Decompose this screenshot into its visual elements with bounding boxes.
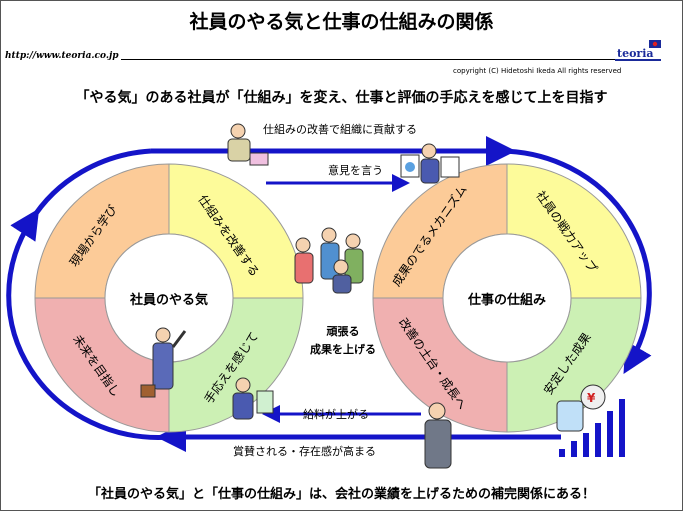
left-cycle-center: 社員のやる気 — [129, 293, 208, 308]
middle-label-line1: 頑張る — [326, 325, 360, 338]
logo-text: teoria — [617, 47, 654, 60]
copyright-notice: copyright (C) Hidetoshi Ikeda All rights… — [453, 67, 622, 75]
growth-bars-icon — [559, 399, 625, 457]
outer-loop-arrow-left-top — [28, 148, 152, 223]
arrow-label-bottom-inner: 給料が上がる — [303, 408, 369, 421]
middle-label-line2: 成果を上げる — [310, 343, 376, 356]
speaking-person-icon — [400, 143, 460, 184]
arrow-label-top-inner: 意見を言う — [328, 164, 383, 177]
outer-loop-arrow-left — [6, 208, 172, 440]
page-title: 社員のやる気と仕事の仕組みの関係 — [189, 11, 494, 33]
left-cycle — [34, 163, 304, 433]
teoria-logo: teoria — [615, 40, 661, 61]
right-cycle-center: 仕事の仕組み — [467, 293, 546, 308]
right-cycle — [372, 163, 642, 433]
aspiring-person-icon — [140, 327, 187, 398]
cycle-diagram: ¥ — [6, 123, 652, 469]
subtitle: 「やる気」のある社員が「仕組み」を変え、仕事と評価の手応えを感じて上を目指す — [75, 90, 608, 106]
header-divider — [121, 59, 616, 60]
money-bag-icon: ¥ — [556, 384, 606, 432]
arrow-label-bottom: 賞賛される・存在感が高まる — [233, 445, 376, 458]
company-url[interactable]: http://www.teoria.co.jp — [5, 51, 119, 61]
thinking-person-icon — [227, 123, 269, 166]
cheering-team-icon — [294, 227, 364, 294]
svg-text:¥: ¥ — [587, 391, 596, 405]
arrow-label-top: 仕組みの改善で組織に貢献する — [263, 123, 417, 136]
footer-statement: 「社員のやる気」と「仕事の仕組み」は、会社の業績を上げるための補完関係にある！ — [87, 487, 595, 502]
salary-person-icon — [232, 377, 274, 420]
boss-person-icon — [424, 402, 452, 469]
outer-loop-arrow-right — [500, 148, 652, 375]
